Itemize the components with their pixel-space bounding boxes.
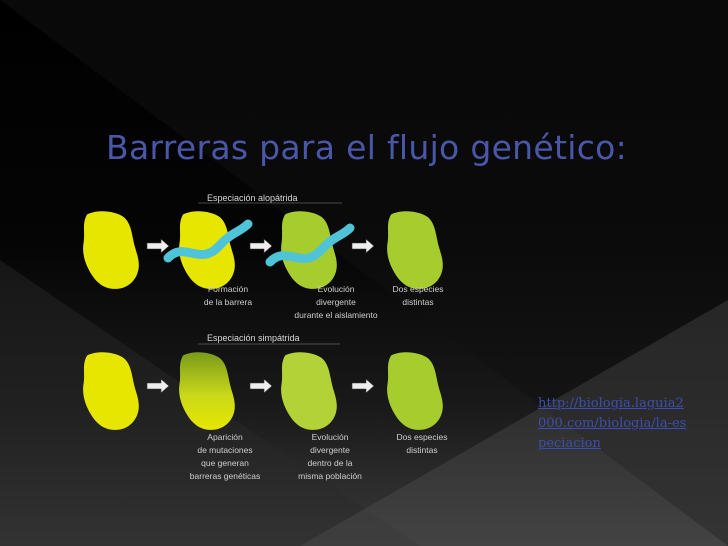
allopatric-heading: Especiación alopátrida bbox=[207, 193, 298, 203]
arrow-icon bbox=[249, 378, 273, 394]
arrow-icon bbox=[146, 378, 170, 394]
allopatric-caption-3: Dos especies distintas bbox=[392, 284, 443, 307]
svg-text:Dos especies: Dos especies bbox=[392, 284, 443, 294]
sympatric-caption-1: Aparición de mutaciones que generan barr… bbox=[190, 432, 260, 481]
divergent-evolution-same-population bbox=[281, 352, 337, 430]
arrow-icon bbox=[146, 238, 170, 254]
svg-text:barreras genéticas: barreras genéticas bbox=[190, 471, 260, 481]
svg-text:Dos especies: Dos especies bbox=[396, 432, 447, 442]
allopatric-section: Especiación alopátrida bbox=[83, 193, 444, 320]
svg-text:durante el aislamiento: durante el aislamiento bbox=[294, 310, 377, 320]
source-link[interactable]: http://biologia.laguia2000.com/biologia/… bbox=[538, 396, 687, 451]
svg-text:distintas: distintas bbox=[406, 445, 437, 455]
svg-text:Aparición: Aparición bbox=[207, 432, 243, 442]
svg-text:que generan: que generan bbox=[201, 458, 249, 468]
population-yellow bbox=[83, 211, 139, 289]
svg-text:Evolución: Evolución bbox=[312, 432, 349, 442]
svg-text:de la barrera: de la barrera bbox=[204, 297, 252, 307]
svg-text:divergente: divergente bbox=[310, 445, 350, 455]
allopatric-caption-1: Formación de la barrera bbox=[204, 284, 252, 307]
barrier-formation bbox=[163, 211, 253, 289]
svg-text:divergente: divergente bbox=[316, 297, 356, 307]
svg-text:Formación: Formación bbox=[208, 284, 248, 294]
svg-text:misma población: misma población bbox=[298, 471, 362, 481]
sympatric-caption-3: Dos especies distintas bbox=[396, 432, 447, 455]
svg-text:distintas: distintas bbox=[402, 297, 433, 307]
svg-text:de mutaciones: de mutaciones bbox=[197, 445, 252, 455]
two-species bbox=[387, 211, 443, 289]
slide-title: Barreras para el flujo genético: bbox=[106, 128, 628, 167]
sympatric-caption-2: Evolución divergente dentro de la misma … bbox=[298, 432, 362, 481]
sympatric-section: Especiación simpátrida Aparición de mut bbox=[83, 333, 448, 481]
arrow-icon bbox=[249, 238, 273, 254]
arrow-icon bbox=[351, 238, 375, 254]
allopatric-caption-2: Evolución divergente durante el aislamie… bbox=[294, 284, 377, 320]
sympatric-heading: Especiación simpátrida bbox=[207, 333, 300, 343]
mutations-population bbox=[179, 352, 235, 430]
population-yellow bbox=[83, 352, 139, 430]
arrow-icon bbox=[351, 378, 375, 394]
divergent-evolution bbox=[265, 211, 355, 289]
svg-text:Evolución: Evolución bbox=[318, 284, 355, 294]
svg-text:dentro de la: dentro de la bbox=[308, 458, 353, 468]
two-species bbox=[387, 352, 443, 430]
